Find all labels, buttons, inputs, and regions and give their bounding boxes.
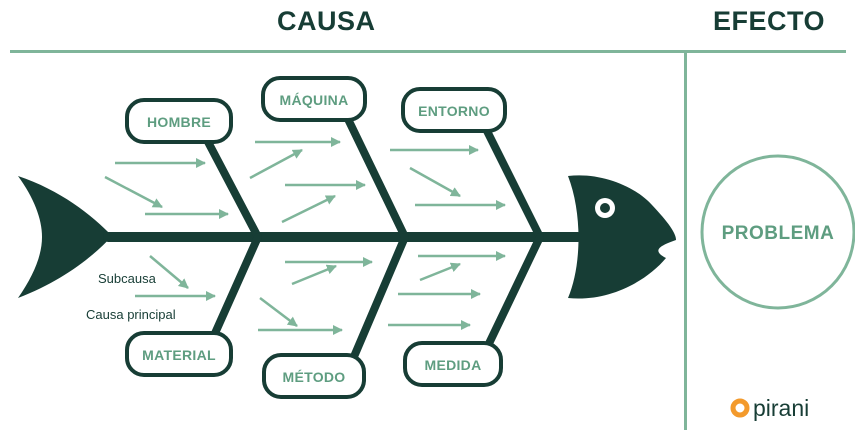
pirani-logo-text: pirani bbox=[753, 395, 809, 421]
subcause-label: Subcausa bbox=[98, 271, 157, 286]
category-box-material bbox=[125, 331, 233, 377]
category-box-medida bbox=[403, 341, 503, 387]
fish-pupil bbox=[600, 203, 610, 213]
category-box-entorno bbox=[401, 87, 507, 133]
bone-entorno bbox=[481, 123, 544, 241]
pirani-logo-icon bbox=[730, 398, 750, 418]
main-cause-label: Causa principal bbox=[86, 307, 176, 322]
category-box-metodo bbox=[262, 353, 366, 399]
bone-maquina bbox=[343, 113, 409, 241]
category-box-hombre bbox=[125, 98, 233, 144]
fish-tail bbox=[18, 176, 112, 298]
bone-material bbox=[208, 233, 262, 344]
cause-title: CAUSA bbox=[277, 6, 376, 36]
header-divider bbox=[10, 50, 846, 53]
effect-title: EFECTO bbox=[713, 6, 826, 36]
category-label-maquina: MÁQUINA bbox=[280, 92, 349, 108]
effect-circle bbox=[700, 154, 855, 310]
category-box-maquina bbox=[261, 76, 367, 122]
category-label-material: MATERIAL bbox=[142, 347, 216, 363]
bone-hombre bbox=[203, 136, 262, 241]
cause-effect-divider bbox=[684, 50, 687, 430]
fish-head bbox=[568, 175, 676, 299]
category-label-medida: MEDIDA bbox=[424, 357, 481, 373]
bone-metodo bbox=[346, 233, 409, 370]
category-label-hombre: HOMBRE bbox=[147, 114, 211, 130]
category-label-entorno: ENTORNO bbox=[418, 103, 490, 119]
effect-label: PROBLEMA bbox=[722, 223, 835, 244]
subcause-arrows bbox=[104, 137, 506, 335]
bone-medida bbox=[479, 233, 544, 360]
pirani-logo: pirani bbox=[730, 395, 809, 421]
category-label-metodo: MÉTODO bbox=[283, 369, 346, 385]
